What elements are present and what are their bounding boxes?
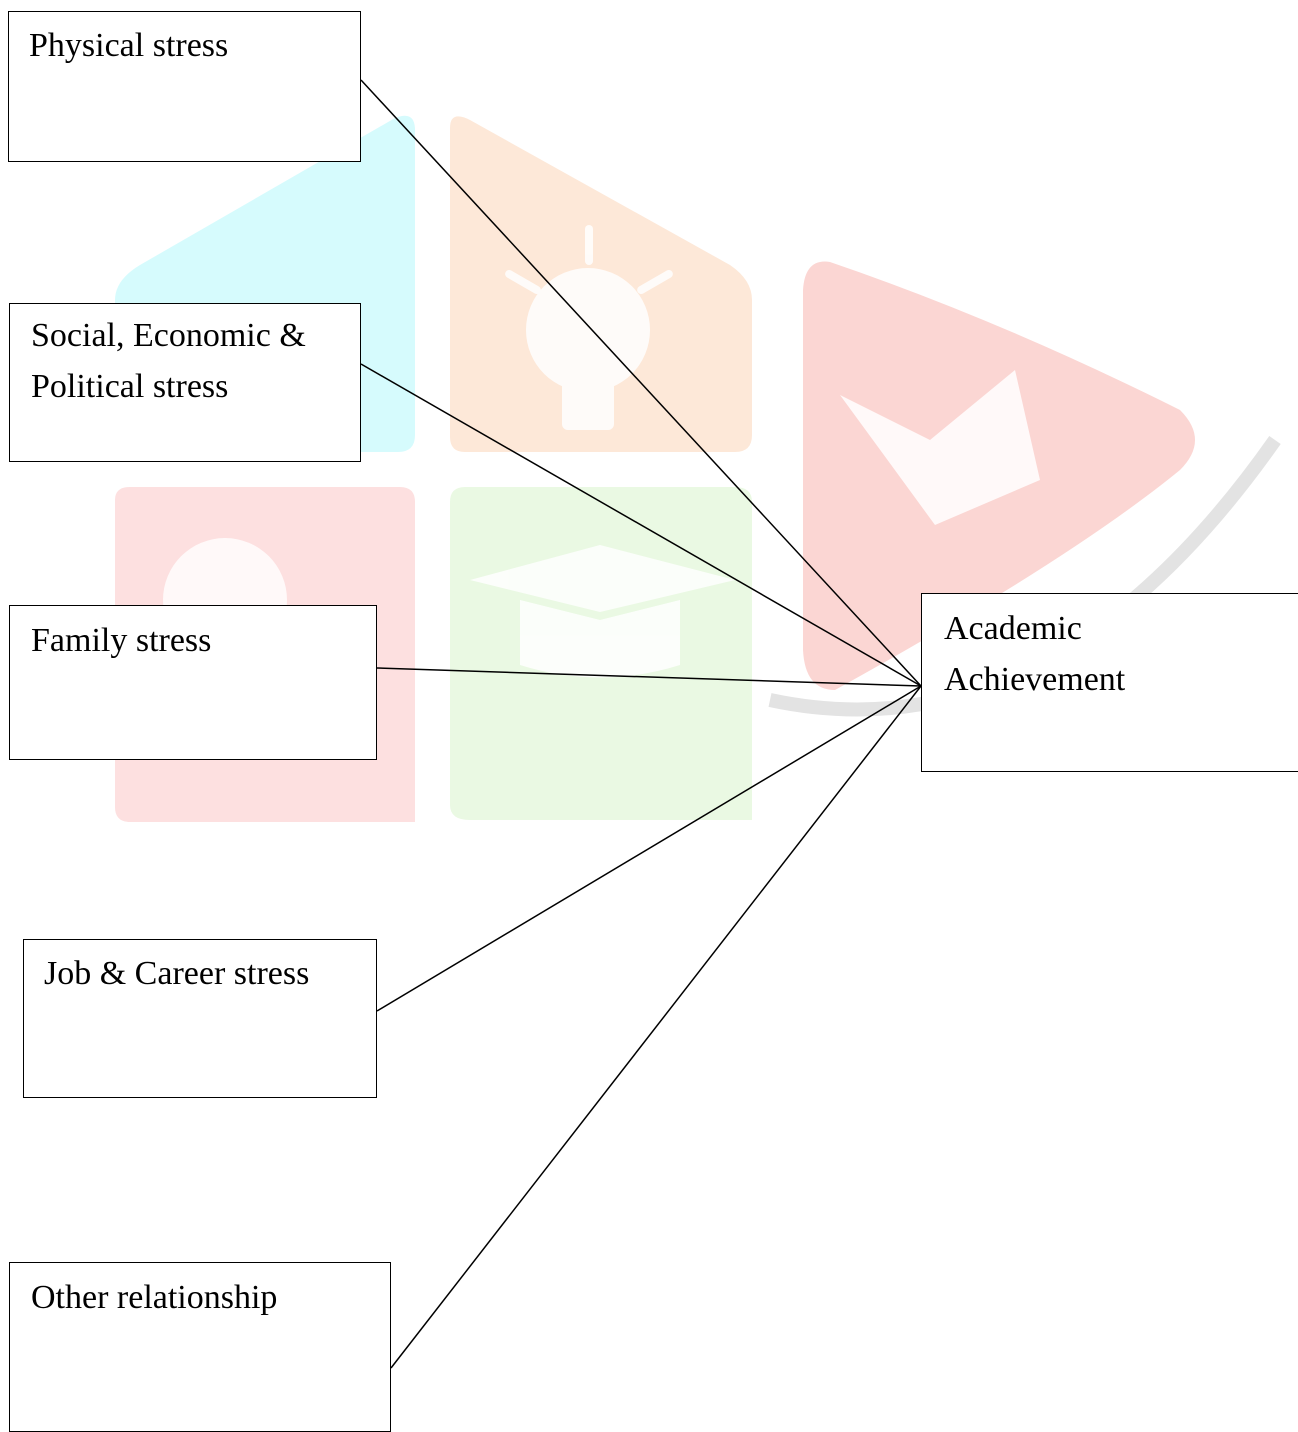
edge-job-to-target <box>376 685 922 1012</box>
node-target-label-line-1: Academic <box>944 610 1082 647</box>
node-social-economic-political-stress: Social, Economic & Political stress <box>9 303 361 462</box>
node-other-relationship: Other relationship <box>9 1262 391 1432</box>
node-family-stress-label: Family stress <box>31 622 212 659</box>
edge-physical-to-target <box>360 79 922 687</box>
node-other-relationship-label: Other relationship <box>31 1279 278 1316</box>
edge-social-to-target <box>360 363 922 687</box>
node-social-label-line-1: Social, Economic & <box>31 317 306 354</box>
watermark-book-icon <box>840 370 1040 525</box>
edge-other-to-target <box>390 685 922 1369</box>
watermark-graduation-cap-icon <box>470 545 735 678</box>
node-job-career-stress-label: Job & Career stress <box>44 955 310 992</box>
node-family-stress: Family stress <box>9 605 377 760</box>
node-academic-achievement: Academic Achievement <box>921 593 1298 772</box>
node-physical-stress: Physical stress <box>8 11 361 162</box>
node-social-label-line-2: Political stress <box>31 368 229 405</box>
edge-family-to-target <box>376 667 922 687</box>
node-job-career-stress: Job & Career stress <box>23 939 377 1098</box>
node-target-label-line-2: Achievement <box>944 661 1126 698</box>
node-physical-stress-label: Physical stress <box>29 27 229 64</box>
watermark-bulb-icon <box>505 225 673 430</box>
